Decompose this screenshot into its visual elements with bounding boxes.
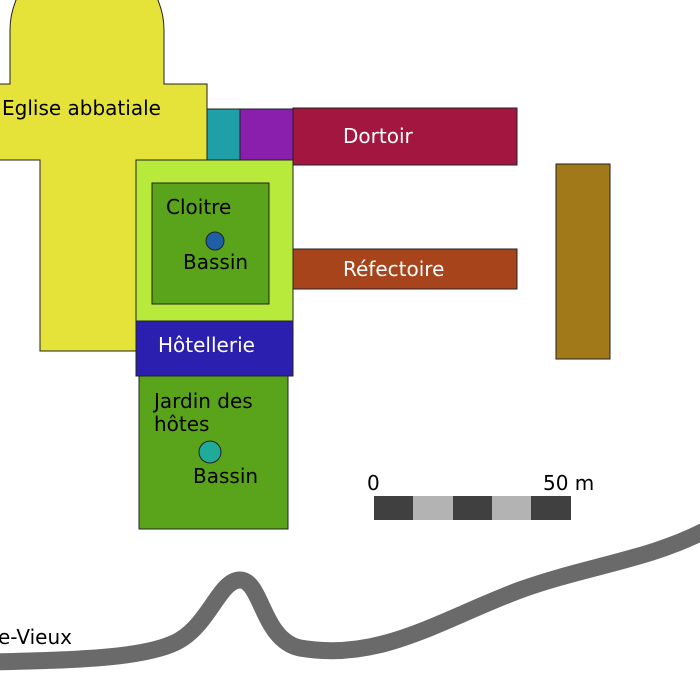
dormitory <box>292 107 518 166</box>
garden-basin-label: Bassin <box>193 464 258 488</box>
scale-bar: 0 50 m <box>367 471 594 520</box>
scale-start-label: 0 <box>367 471 380 495</box>
road <box>0 523 700 671</box>
abbey-church-label: Eglise abbatiale <box>2 96 161 120</box>
abbey-church <box>0 0 208 352</box>
refectory-label: Réfectoire <box>343 257 444 281</box>
scale-segment <box>492 496 531 520</box>
guest-garden-label-line2: hôtes <box>154 412 209 436</box>
scale-segment <box>453 496 492 520</box>
scale-segment <box>374 496 413 520</box>
brown-building <box>555 163 611 360</box>
garden-basin <box>198 440 222 464</box>
scale-end-label: 50 m <box>543 471 594 495</box>
scale-segment <box>531 496 571 520</box>
cloister-label: Cloitre <box>166 195 231 219</box>
guest-house <box>135 320 294 377</box>
scale-segment <box>413 496 453 520</box>
guest-garden-label-line1: Jardin des <box>152 389 253 413</box>
purple-block <box>239 108 294 165</box>
cloister-basin-label: Bassin <box>183 250 248 274</box>
cloister-basin <box>205 231 225 251</box>
refectory <box>292 248 518 290</box>
road-label: e-Vieux <box>0 625 72 649</box>
dormitory-label: Dortoir <box>343 124 413 148</box>
teal-block <box>206 108 241 161</box>
guest-house-label: Hôtellerie <box>158 333 255 357</box>
